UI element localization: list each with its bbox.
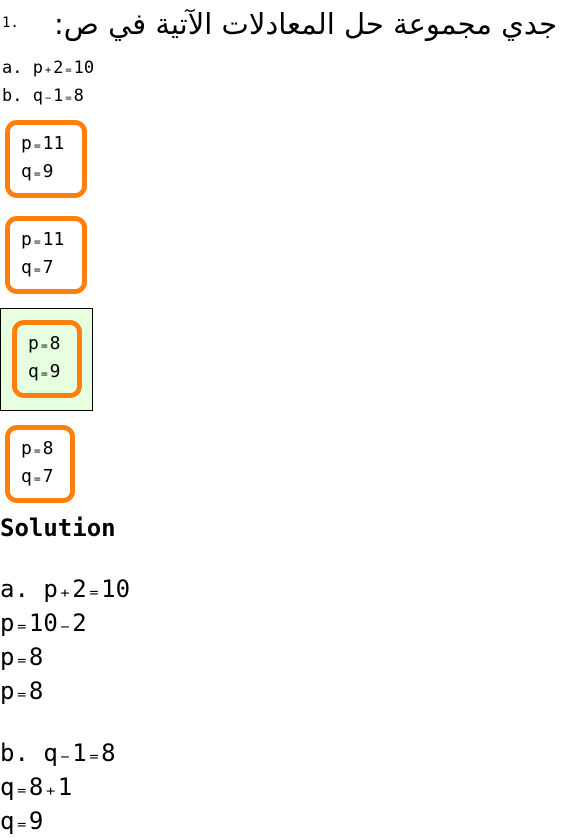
solution-title: Solution [0,514,116,542]
solution-a-line-3: p₌8 [0,643,44,671]
solution-b-line-3: q₌9 [0,807,44,835]
solution-b-line-1: b. q₋1₌8 [0,739,116,767]
option-4-wrapper: p₌8 q₌7 [0,423,93,505]
option-1-wrapper: p₌11 q₌9 [0,118,93,200]
option-1-line-1: p₌11 [21,133,65,154]
option-3-button[interactable]: p₌8 q₌9 [12,320,82,398]
option-3-line-2: q₌9 [28,361,61,382]
option-2-line-2: q₌7 [21,257,54,278]
question-number: 1. [2,15,19,31]
option-2-wrapper: p₌11 q₌7 [0,214,93,296]
solution-b-line-2: q₌8₊1 [0,773,73,801]
solution-a-line-1: a. p₊2₌10 [0,575,131,603]
solution-a-line-2: p₌10₋2 [0,609,87,637]
question-title: جدي مجموعة حل المعادلات الآتية في ص: [54,7,557,41]
option-4-line-1: p₌8 [21,438,54,459]
solution-a-line-4: p₌8 [0,677,44,705]
option-4-line-2: q₌7 [21,466,54,487]
option-3-wrapper: p₌8 q₌9 [0,308,93,411]
option-2-line-1: p₌11 [21,229,65,250]
option-3-line-1: p₌8 [28,333,61,354]
equation-a: a. p₊2₌10 [2,58,95,78]
equation-b: b. q₋1₌8 [2,86,84,106]
option-1-line-2: q₌9 [21,161,54,182]
option-2-button[interactable]: p₌11 q₌7 [5,216,87,294]
option-4-button[interactable]: p₌8 q₌7 [5,425,75,503]
option-1-button[interactable]: p₌11 q₌9 [5,120,87,198]
